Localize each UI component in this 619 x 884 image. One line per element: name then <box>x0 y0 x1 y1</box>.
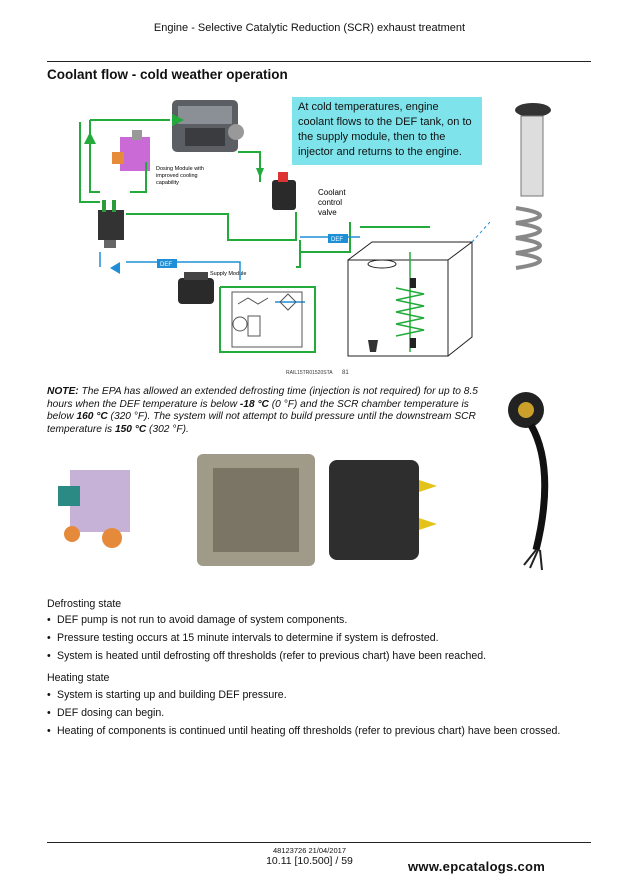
svg-text:Supply Module: Supply Module <box>210 271 246 277</box>
list-item: System is heated until defrosting off th… <box>47 647 607 665</box>
header-rule <box>47 61 591 62</box>
note-paragraph: NOTE: The EPA has allowed an extended de… <box>47 386 478 435</box>
heating-list: System is starting up and building DEF p… <box>47 686 607 740</box>
def-tag-right: DEF <box>331 237 343 243</box>
svg-text:control: control <box>318 198 342 207</box>
svg-text:capability: capability <box>156 180 179 186</box>
svg-text:valve: valve <box>318 208 337 217</box>
list-item: System is starting up and building DEF p… <box>47 686 607 704</box>
footer-rule <box>47 842 591 843</box>
supply-module-photos <box>197 454 437 566</box>
svg-text:improved cooling: improved cooling <box>156 173 198 179</box>
engine-image <box>172 100 244 152</box>
dosing-module-image <box>112 130 150 171</box>
note-label: NOTE: <box>47 386 79 397</box>
dosing-module-photo <box>58 470 130 548</box>
def-sensor-image <box>515 103 551 270</box>
svg-text:Coolant: Coolant <box>318 188 346 197</box>
diagram-ref: 81 <box>342 370 349 376</box>
callout-box: At cold temperatures, engine coolant flo… <box>292 97 482 165</box>
supply-module-image <box>178 272 214 304</box>
list-item: Heating of components is continued until… <box>47 722 607 740</box>
diagram-code: RAIL15TR01520STA <box>286 370 333 376</box>
list-item: DEF pump is not run to avoid damage of s… <box>47 611 607 629</box>
watermark[interactable]: www.epcatalogs.com <box>408 859 546 874</box>
list-item: Pressure testing occurs at 15 minute int… <box>47 629 607 647</box>
injector-image <box>98 200 124 248</box>
defrosting-state-title: Defrosting state <box>47 598 122 610</box>
coolant-flow-diagram: Dosing Module with improved cooling capa… <box>79 100 490 376</box>
heating-state-title: Heating state <box>47 672 110 684</box>
page-header: Engine - Selective Catalytic Reduction (… <box>153 22 466 34</box>
list-item: DEF dosing can begin. <box>47 704 607 722</box>
doc-number: 48123726 21/04/2017 <box>273 846 346 855</box>
defrosting-list: DEF pump is not run to avoid damage of s… <box>47 611 607 665</box>
heater-harness-image <box>508 392 549 571</box>
def-tag-left: DEF <box>160 262 172 268</box>
coolant-control-valve-image <box>272 172 296 210</box>
def-tank <box>347 241 474 357</box>
page-number: 10.11 [10.500] / 59 <box>266 855 353 867</box>
dosing-module-label: Dosing Module with <box>156 166 204 172</box>
section-title: Coolant flow - cold weather operation <box>47 67 288 82</box>
